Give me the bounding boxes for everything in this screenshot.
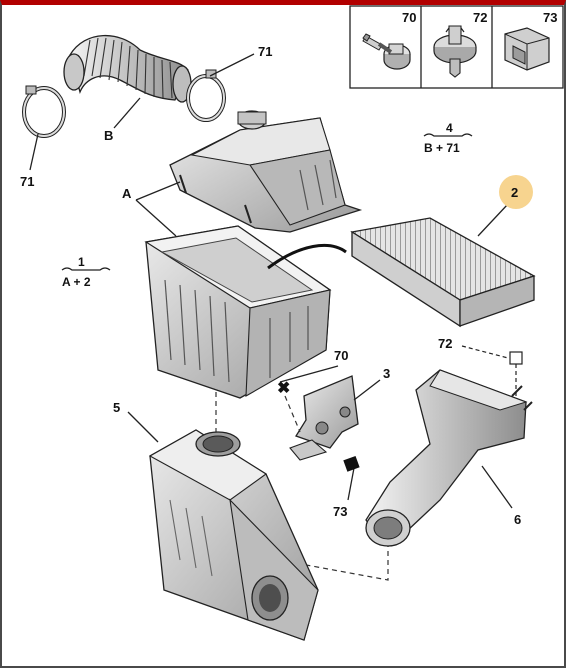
clip-fastener-icon: [433, 25, 477, 78]
callout-3: 3: [383, 366, 390, 381]
hose-clamp-left: [22, 85, 66, 138]
legend-table: 70 72 73: [349, 5, 564, 89]
callout-70: 70: [334, 348, 348, 363]
square-nut-icon: [504, 27, 550, 71]
legend-label-70: 70: [402, 10, 416, 25]
callout-71-left: 71: [20, 174, 34, 189]
legend-label-72: 72: [473, 10, 487, 25]
callout-5: 5: [113, 400, 120, 415]
intake-hose-b: [63, 34, 192, 103]
callout-b: B: [104, 128, 113, 143]
square-nut-marker: [343, 455, 360, 472]
air-box-lid: [169, 110, 363, 233]
assembly-1-denominator: A + 2: [62, 275, 91, 289]
air-box-base: [144, 225, 332, 399]
assembly-1-numerator: 1: [78, 255, 85, 269]
mounting-bracket: [289, 375, 359, 461]
assembly-4-denominator: B + 71: [424, 141, 460, 155]
callout-73: 73: [333, 504, 347, 519]
air-filter-element: [350, 217, 536, 328]
callout-71-top: 71: [258, 44, 272, 59]
legend-label-73: 73: [543, 10, 557, 25]
callout-2: 2: [511, 185, 518, 200]
bolt-marker-x: ✖: [277, 380, 290, 397]
intake-duct: [365, 369, 533, 547]
assembly-4-numerator: 4: [446, 121, 453, 135]
clip-marker-square: [509, 351, 523, 365]
bolt-icon: [362, 33, 411, 70]
callout-2-highlight: [499, 175, 533, 209]
assembly-note-4: 4 B + 71: [423, 121, 473, 155]
callout-a: A: [122, 186, 132, 201]
hose-clamp-right: [186, 69, 226, 122]
callout-6: 6: [514, 512, 521, 527]
air-resonator: [148, 429, 319, 641]
assembly-note-1: 1 A + 2: [61, 255, 111, 289]
callout-72: 72: [438, 336, 452, 351]
